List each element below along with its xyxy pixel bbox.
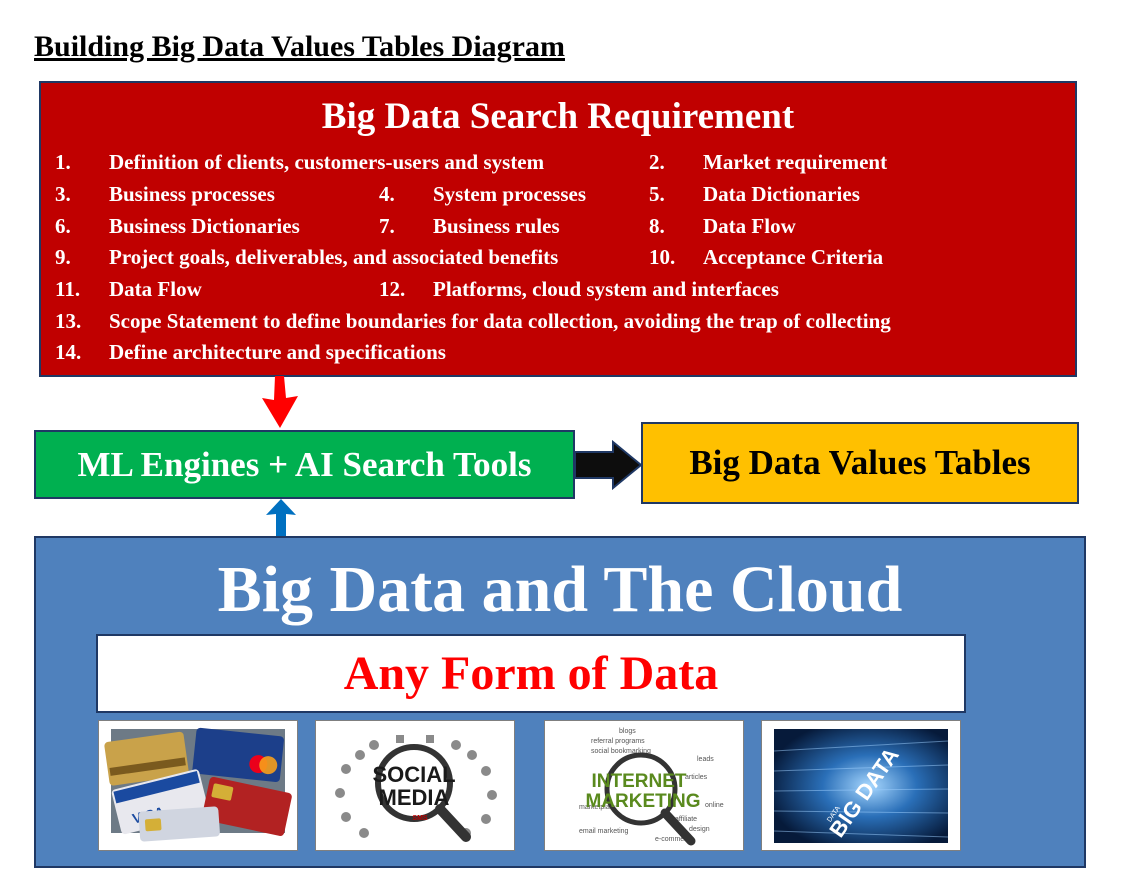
ml-engines-box: ML Engines + AI Search Tools [34,430,575,499]
requirement-number: 8. [649,214,665,238]
social-text: SOCIAL [372,762,455,787]
requirement-number: 13. [55,309,82,333]
requirement-number: 10. [649,245,676,269]
svg-text:e-commerce: e-commerce [655,836,694,843]
arrow-down-icon [262,376,298,428]
requirement-text: Definition of clients, customers-users a… [109,150,545,174]
requirement-text: Define architecture and specifications [109,340,446,364]
svg-text:design: design [689,826,710,833]
requirement-text: System processes [433,182,587,206]
requirement-text: Data Flow [703,214,796,238]
requirement-text: Business rules [433,214,560,238]
requirement-text: Business processes [109,182,275,206]
requirement-number: 11. [55,277,81,301]
big-data-image: BIG DATA DATA [761,720,961,851]
requirement-number: 2. [649,150,665,174]
credit-cards-image: VISA [98,720,298,851]
svg-text:blogs: blogs [619,728,636,735]
arrow-right-icon [575,440,643,490]
requirement-text: Data Flow [109,277,202,301]
requirement-number: 1. [55,150,71,174]
svg-text:articles: articles [685,774,708,781]
cloud-heading: Big Data and The Cloud [217,553,903,626]
requirement-text: Acceptance Criteria [703,245,884,269]
svg-text:referral programs: referral programs [591,738,645,745]
requirement-number: 14. [55,340,82,364]
requirement-number: 12. [379,277,406,301]
requirement-number: 6. [55,214,71,238]
svg-text:marketplace: marketplace [579,804,617,811]
requirement-number: 4. [379,182,395,206]
requirement-number: 9. [55,245,71,269]
svg-text:online: online [705,802,724,809]
requirement-number: 3. [55,182,71,206]
requirement-text: Business Dictionaries [109,214,300,238]
arrow-up-icon [266,499,296,539]
media-text: MEDIA [379,785,450,810]
requirement-text: Scope Statement to define boundaries for… [109,309,891,333]
requirement-text: Platforms, cloud system and interfaces [433,277,779,301]
internet-text: INTERNET [592,771,687,792]
marketing-text: MARKETING [585,791,700,812]
requirement-box: Big Data Search Requirement 1. Definitio… [39,81,1077,377]
svg-text:email marketing: email marketing [579,828,629,835]
sms-text: SMS [412,815,428,822]
requirement-text: Data Dictionaries [703,182,860,206]
svg-text:affiliate: affiliate [675,816,697,823]
requirement-heading: Big Data Search Requirement [321,96,795,137]
requirement-text: Project goals, deliverables, and associa… [109,245,559,269]
internet-marketing-image: blogs referral programs social bookmarki… [544,720,744,851]
requirement-text: Market requirement [703,150,888,174]
any-form-box: Any Form of Data [96,634,966,713]
svg-text:leads: leads [697,756,714,763]
requirement-number: 5. [649,182,665,206]
cloud-box: Big Data and The Cloud Any Form of Data … [34,536,1086,868]
svg-text:social bookmarking: social bookmarking [591,748,651,755]
values-tables-box: Big Data Values Tables [641,422,1079,504]
social-media-image: SOCIAL MEDIA SMS [315,720,515,851]
requirement-number: 7. [379,214,395,238]
page-title: Building Big Data Values Tables Diagram [34,30,565,63]
